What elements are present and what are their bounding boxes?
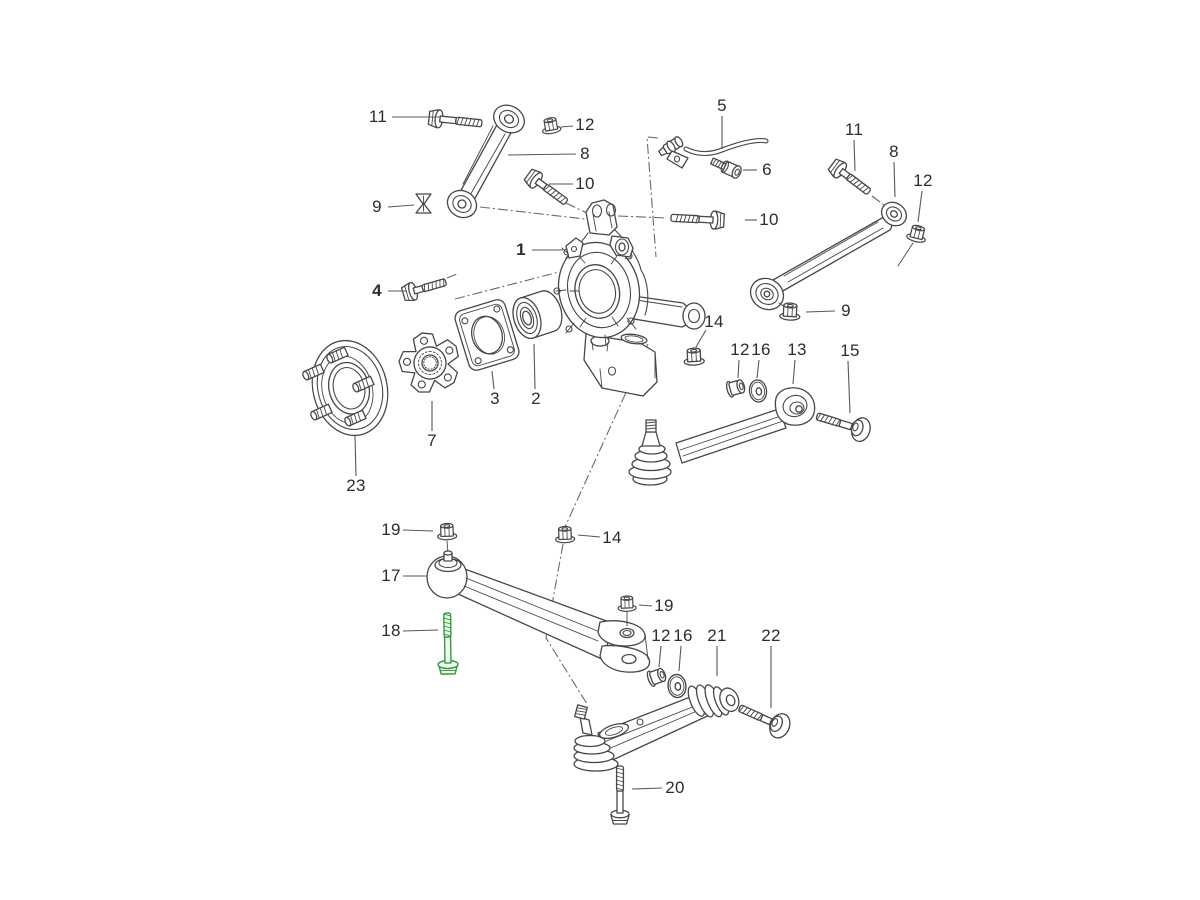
leader-line-3-19 (491, 370, 495, 390)
leader-line-9-13 (805, 310, 836, 313)
brake-hose (658, 136, 769, 169)
nut-19-left (436, 522, 458, 541)
leader-line-8-11 (893, 161, 896, 198)
bolt-11-right (826, 156, 871, 195)
callout-label-5-7[interactable]: 5 (717, 96, 727, 115)
callout-label-19-23[interactable]: 19 (381, 520, 401, 539)
lower-arm-21 (573, 684, 740, 772)
callout-label-11-0[interactable]: 11 (368, 107, 388, 126)
bolt-20 (610, 765, 630, 825)
bolt-22 (738, 704, 791, 739)
callout-label-8-2[interactable]: 8 (580, 144, 590, 163)
callout-label-6-8[interactable]: 6 (762, 160, 772, 179)
upper-link-left (446, 104, 525, 219)
bolt-10-upper (522, 166, 569, 205)
bearing-2 (512, 290, 563, 340)
callout-label-12-12[interactable]: 12 (913, 171, 933, 190)
leader-line-19-27 (638, 604, 653, 607)
leader-line-14-26 (577, 534, 601, 538)
leader-line-14-14 (695, 329, 707, 348)
callout-label-11-10[interactable]: 11 (844, 120, 864, 139)
nut-14-upper (682, 346, 706, 367)
leader-lines (354, 116, 923, 790)
nut-19-right (617, 595, 637, 613)
callout-label-10-9[interactable]: 10 (759, 210, 779, 229)
callout-label-12-28[interactable]: 12 (651, 626, 671, 645)
callout-label-2-20[interactable]: 2 (531, 389, 541, 408)
callout-label-9-13[interactable]: 9 (841, 301, 851, 320)
callout-label-3-19[interactable]: 3 (490, 389, 500, 408)
callout-label-10-3[interactable]: 10 (575, 174, 595, 193)
callout-label-21-30[interactable]: 21 (707, 626, 727, 645)
callout-label-23-22[interactable]: 23 (346, 476, 366, 495)
leader-line-16-29 (678, 645, 682, 672)
callout-label-14-14[interactable]: 14 (704, 312, 724, 331)
leader-line-12-12 (917, 190, 923, 223)
bolt-6 (710, 157, 742, 179)
callout-label-7-21[interactable]: 7 (427, 431, 437, 450)
callout-label-4-6[interactable]: 4 (372, 281, 382, 300)
leader-line-20-32 (631, 787, 663, 790)
leader-line-19-23 (402, 529, 434, 532)
nut-12-mid (725, 379, 746, 398)
callout-label-17-24[interactable]: 17 (381, 566, 401, 585)
strut-17 (426, 550, 651, 673)
callout-label-13-17[interactable]: 13 (787, 340, 807, 359)
bolt-15 (815, 412, 871, 443)
callout-label-19-27[interactable]: 19 (654, 596, 674, 615)
leader-line-12-15 (737, 359, 740, 379)
leader-line-23-22 (354, 435, 357, 477)
nut-12-lower (646, 667, 667, 687)
leader-line-2-20 (533, 343, 536, 390)
washer-9-left (415, 193, 432, 214)
wheel-studs (302, 346, 375, 427)
plate-3 (454, 299, 520, 371)
callout-label-12-15[interactable]: 12 (730, 340, 750, 359)
leader-line-16-16 (756, 359, 760, 379)
washer-16-lower (666, 672, 688, 700)
centerlines (446, 136, 885, 705)
leader-line-12-1 (560, 125, 574, 128)
callout-label-22-31[interactable]: 22 (761, 626, 781, 645)
bolt-18-highlighted (437, 612, 459, 675)
track-arm-13 (628, 387, 816, 486)
callout-label-12-1[interactable]: 12 (575, 115, 595, 134)
callout-label-18-25[interactable]: 18 (381, 621, 401, 640)
leader-line-18-25 (402, 629, 439, 632)
leader-line-12-28 (658, 645, 662, 668)
nut-12-left (539, 115, 562, 136)
callout-label-15-18[interactable]: 15 (840, 341, 860, 360)
washer-16-mid (747, 378, 769, 404)
callout-label-9-4[interactable]: 9 (372, 197, 382, 216)
leader-line-9-4 (387, 204, 415, 208)
hub-flange-23 (302, 339, 389, 437)
nut-14-lower (554, 525, 576, 544)
callout-label-14-26[interactable]: 14 (602, 528, 622, 547)
leader-line-15-18 (847, 360, 851, 414)
wheel-carrier (553, 199, 706, 397)
bolt-10-right (670, 210, 726, 231)
nut-12-right (905, 222, 929, 245)
leader-line-11-10 (853, 139, 856, 172)
bolt-11-left (427, 108, 483, 129)
hub-7 (398, 332, 459, 393)
leader-line-13-17 (792, 359, 796, 385)
callout-label-20-32[interactable]: 20 (665, 778, 685, 797)
callout-label-16-29[interactable]: 16 (673, 626, 693, 645)
callout-label-1-5[interactable]: 1 (516, 240, 526, 259)
callout-label-8-11[interactable]: 8 (889, 142, 899, 161)
upper-link-right (749, 201, 914, 311)
bolt-4 (400, 278, 447, 304)
leader-line-8-2 (507, 153, 577, 156)
callout-label-16-16[interactable]: 16 (751, 340, 771, 359)
